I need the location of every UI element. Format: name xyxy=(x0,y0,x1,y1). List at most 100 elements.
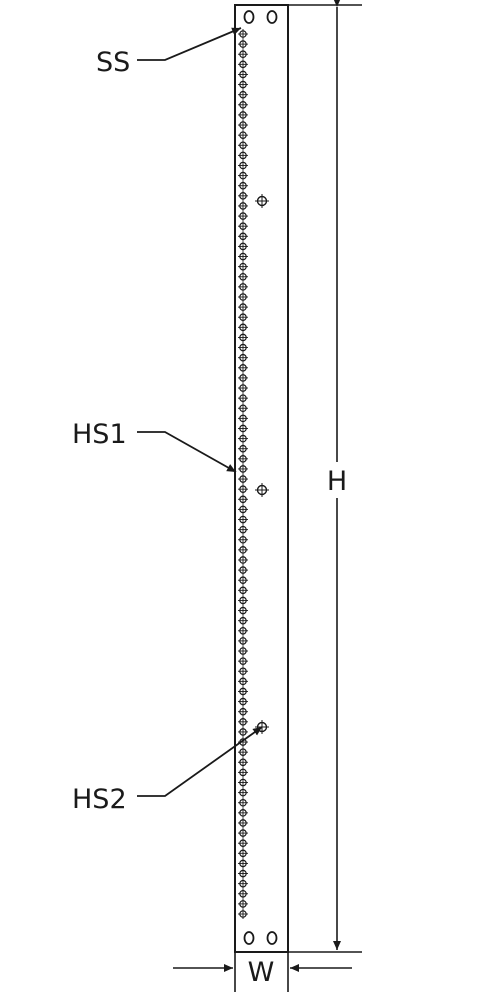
mounting-hole xyxy=(238,413,248,424)
mounting-hole xyxy=(238,494,248,505)
hole-column xyxy=(238,29,248,919)
mounting-hole xyxy=(238,49,248,60)
mounting-hole xyxy=(238,909,248,919)
dimension-label-width: W xyxy=(248,957,275,988)
mounting-hole xyxy=(238,544,248,555)
mounting-hole xyxy=(238,29,248,39)
mounting-hole xyxy=(238,817,248,828)
mounting-hole xyxy=(238,79,248,90)
mounting-hole xyxy=(238,190,248,201)
mounting-hole xyxy=(238,463,248,474)
mounting-hole xyxy=(238,109,248,120)
mounting-hole xyxy=(238,474,248,485)
mounting-hole xyxy=(238,797,248,808)
mounting-hole xyxy=(238,828,248,839)
mounting-hole xyxy=(238,534,248,545)
dimension-label-height: H xyxy=(327,466,347,497)
mounting-hole xyxy=(238,281,248,292)
mounting-hole xyxy=(238,342,248,353)
mounting-hole xyxy=(238,807,248,818)
end-holes-bottom xyxy=(243,931,278,945)
mounting-hole xyxy=(238,595,248,606)
mounting-hole xyxy=(238,524,248,535)
mounting-hole xyxy=(238,453,248,464)
mounting-hole xyxy=(238,372,248,383)
mounting-hole xyxy=(238,59,248,70)
mounting-hole xyxy=(238,180,248,191)
mounting-hole xyxy=(238,726,248,737)
mounting-hole xyxy=(238,878,248,889)
end-holes-top xyxy=(243,10,278,24)
leader-ss xyxy=(137,27,242,61)
mounting-hole xyxy=(238,423,248,434)
mounting-hole xyxy=(238,646,248,657)
mounting-hole xyxy=(238,160,248,171)
mounting-hole xyxy=(238,484,248,495)
mounting-hole xyxy=(238,585,248,596)
mounting-hole xyxy=(238,291,248,302)
offset-hole xyxy=(255,194,269,208)
leader-hs1 xyxy=(137,431,237,473)
rail-outline xyxy=(234,4,289,953)
offset-hole xyxy=(255,483,269,497)
mounting-hole xyxy=(238,625,248,636)
mounting-hole xyxy=(238,888,248,899)
mounting-hole xyxy=(238,352,248,363)
mounting-hole xyxy=(238,443,248,454)
mounting-hole xyxy=(238,433,248,444)
label-hs1: HS1 xyxy=(72,419,127,450)
mounting-hole xyxy=(238,302,248,313)
label-ss: SS xyxy=(96,47,130,78)
mounting-hole xyxy=(238,656,248,667)
mounting-hole xyxy=(238,150,248,161)
mounting-hole xyxy=(238,615,248,626)
mounting-hole xyxy=(238,362,248,373)
mounting-hole xyxy=(238,403,248,414)
mounting-hole xyxy=(238,605,248,616)
mounting-hole xyxy=(238,200,248,211)
mounting-hole xyxy=(238,69,248,80)
slot-hole xyxy=(266,10,278,24)
mounting-hole xyxy=(238,767,248,778)
mounting-hole xyxy=(238,322,248,333)
mounting-hole xyxy=(238,89,248,100)
mounting-hole xyxy=(238,565,248,576)
mounting-hole xyxy=(238,261,248,272)
leader-hs2 xyxy=(137,726,263,797)
mounting-hole xyxy=(238,858,248,869)
mounting-hole xyxy=(238,757,248,768)
label-hs2: HS2 xyxy=(72,784,127,815)
width-dimension xyxy=(173,952,352,992)
mounting-hole xyxy=(238,706,248,717)
mounting-hole xyxy=(238,898,248,909)
mounting-hole xyxy=(238,120,248,131)
mounting-hole xyxy=(238,271,248,282)
mounting-hole xyxy=(238,696,248,707)
slot-hole xyxy=(243,931,255,945)
mounting-hole xyxy=(238,666,248,677)
mounting-hole xyxy=(238,514,248,525)
mounting-hole xyxy=(238,221,248,232)
mounting-hole xyxy=(238,716,248,727)
mounting-hole xyxy=(238,211,248,222)
mounting-hole xyxy=(238,838,248,849)
mounting-hole xyxy=(238,676,248,687)
mounting-hole xyxy=(238,312,248,323)
mounting-hole xyxy=(238,383,248,394)
mounting-hole xyxy=(238,504,248,515)
mounting-hole xyxy=(238,393,248,404)
mounting-hole xyxy=(238,170,248,181)
mounting-hole xyxy=(238,787,248,798)
mounting-hole xyxy=(238,554,248,565)
slot-hole xyxy=(266,931,278,945)
mounting-hole xyxy=(238,686,248,697)
mounting-hole xyxy=(238,848,248,859)
mounting-hole xyxy=(238,332,248,343)
mounting-hole xyxy=(238,635,248,646)
mounting-hole xyxy=(238,231,248,242)
slot-hole xyxy=(243,10,255,24)
mounting-hole xyxy=(238,140,248,151)
mounting-hole xyxy=(238,99,248,110)
mounting-hole xyxy=(238,575,248,586)
